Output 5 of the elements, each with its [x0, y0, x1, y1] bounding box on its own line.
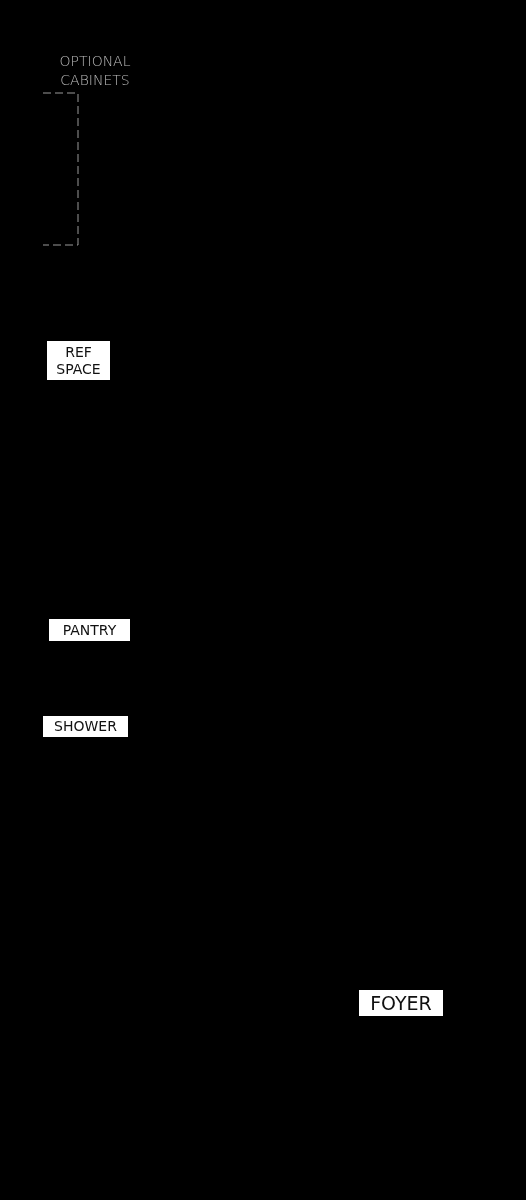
room-label: PANTRY	[49, 619, 130, 641]
room-label: FOYER	[359, 990, 443, 1016]
room-label: REF SPACE	[47, 341, 110, 380]
room-label: SHOWER	[43, 716, 128, 737]
room-label: OPTIONAL CABINETS	[58, 52, 132, 90]
